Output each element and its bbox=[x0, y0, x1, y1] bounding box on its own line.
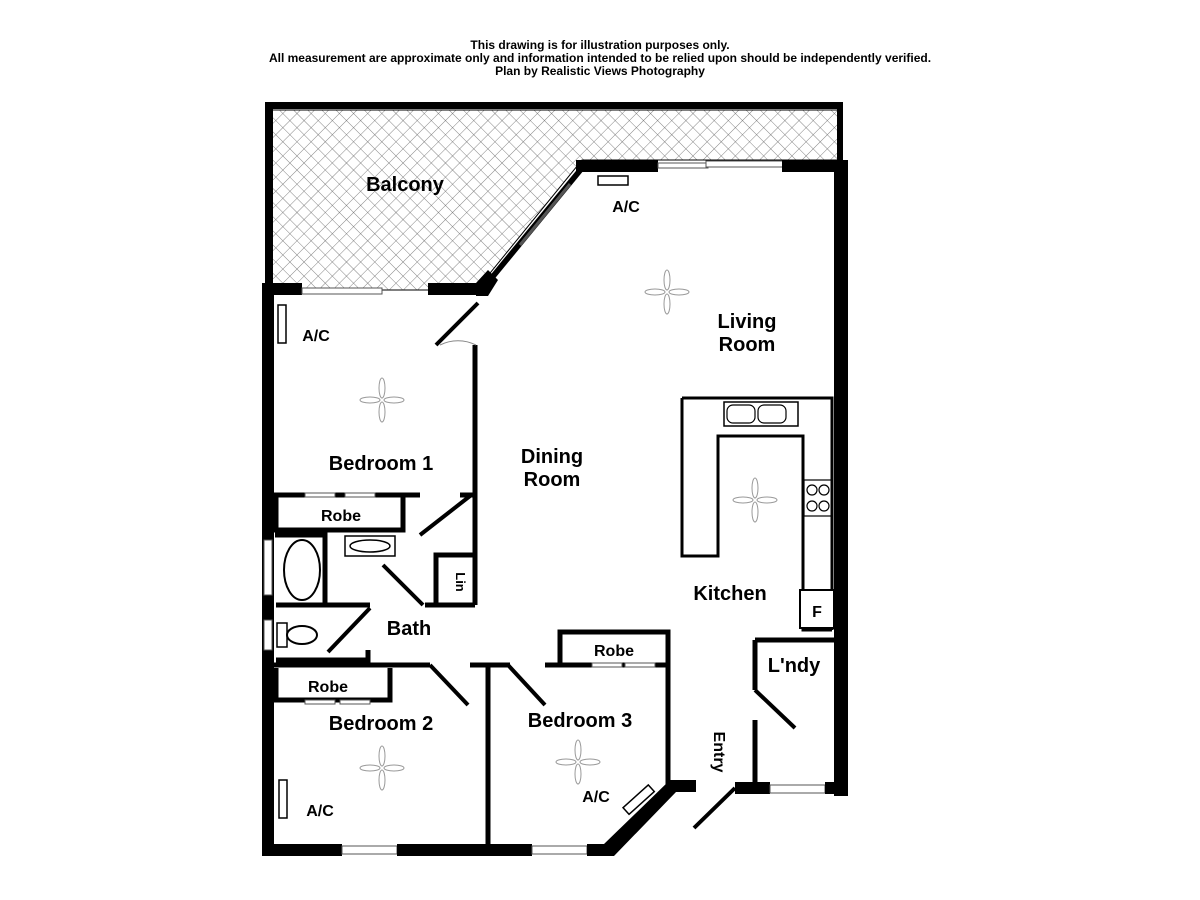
door-bath[interactable] bbox=[381, 563, 425, 607]
entry-door[interactable] bbox=[692, 786, 737, 830]
dining-room-label-1: Dining bbox=[521, 446, 583, 468]
sliding-door-living bbox=[705, 160, 785, 168]
window-bed3 bbox=[531, 845, 588, 855]
ac-label-living: A/C bbox=[612, 199, 640, 216]
door-bed1[interactable] bbox=[434, 301, 480, 347]
door-wc[interactable] bbox=[326, 606, 372, 654]
credit-line: Plan by Realistic Views Photography bbox=[495, 64, 705, 78]
sliding-door-bed1 bbox=[301, 287, 383, 295]
window-bed2 bbox=[341, 845, 398, 855]
robe2-label: Robe bbox=[308, 679, 348, 696]
bedroom2-label: Bedroom 2 bbox=[329, 713, 433, 735]
door-ensuite[interactable] bbox=[418, 494, 472, 537]
bath-tub-wall bbox=[275, 532, 328, 605]
wall-segment bbox=[262, 283, 302, 295]
wall-segment bbox=[397, 844, 532, 856]
window-wc bbox=[263, 619, 273, 651]
window-laundry bbox=[769, 784, 826, 794]
door-laundry[interactable] bbox=[753, 688, 797, 730]
robe3-box bbox=[557, 629, 671, 790]
door-bed3[interactable] bbox=[506, 663, 547, 707]
ac-label-bed2: A/C bbox=[306, 803, 334, 820]
window bbox=[657, 162, 709, 169]
diagonal-wall-bed3 bbox=[604, 780, 696, 856]
ceiling-fan-icon bbox=[555, 739, 601, 785]
laundry-label: L'ndy bbox=[768, 655, 821, 677]
ceiling-fan-icon bbox=[359, 377, 405, 423]
wall-segment bbox=[782, 160, 848, 172]
balcony-top-wall bbox=[265, 102, 843, 109]
fridge-label: F bbox=[812, 604, 822, 621]
basin-bowl bbox=[349, 539, 391, 553]
balcony-label: Balcony bbox=[366, 174, 445, 196]
robe1-label: Robe bbox=[321, 508, 361, 525]
basin-icon bbox=[344, 535, 396, 557]
toilet-cistern bbox=[276, 622, 288, 648]
wall-segment bbox=[262, 844, 342, 856]
linen-label: Lin bbox=[453, 572, 468, 592]
cooktop-icon bbox=[803, 479, 833, 517]
ac-unit-icon bbox=[621, 783, 656, 816]
balcony-left-wall bbox=[265, 102, 273, 292]
outer-right-wall bbox=[834, 160, 848, 796]
fridge-icon bbox=[799, 589, 835, 629]
kitchen-benches bbox=[680, 396, 834, 632]
robe1-box bbox=[273, 497, 406, 533]
door-bed2[interactable] bbox=[428, 663, 470, 707]
disclaimer-line-1: This drawing is for illustration purpose… bbox=[470, 38, 730, 52]
bathtub-icon bbox=[283, 539, 321, 601]
living-room-label-2: Room bbox=[719, 334, 776, 356]
sink-icon bbox=[723, 401, 799, 427]
wall-wc bbox=[276, 650, 371, 663]
wall-segment bbox=[428, 283, 480, 295]
ac-label-bed3: A/C bbox=[582, 789, 610, 806]
wall-segment bbox=[735, 782, 770, 794]
robe-door bbox=[304, 492, 336, 498]
robe3-label: Robe bbox=[594, 643, 634, 660]
balcony-right-wall bbox=[837, 102, 843, 162]
disclaimer-line-2: All measurement are approximate only and… bbox=[268, 51, 932, 65]
sink-bowl bbox=[726, 404, 756, 424]
wall-segment bbox=[825, 782, 848, 794]
living-room-label-1: Living bbox=[718, 311, 777, 333]
kitchen-label: Kitchen bbox=[693, 583, 766, 605]
wall-segment bbox=[576, 160, 658, 172]
sink-bowl bbox=[757, 404, 787, 424]
laundry-walls bbox=[752, 637, 836, 785]
ceiling-fan-icon bbox=[644, 269, 690, 315]
bedroom3-label: Bedroom 3 bbox=[528, 710, 632, 732]
ac-unit-icon bbox=[278, 779, 288, 819]
ac-unit-icon bbox=[597, 175, 629, 186]
robe-door bbox=[304, 699, 336, 705]
window-bath bbox=[263, 539, 273, 596]
bath-label: Bath bbox=[387, 618, 431, 640]
robe-door bbox=[624, 662, 656, 668]
robe-door bbox=[339, 699, 371, 705]
ac-label-bed1: A/C bbox=[302, 328, 330, 345]
linen-box bbox=[433, 552, 475, 605]
ceiling-fan-icon bbox=[732, 477, 778, 523]
door-swing bbox=[439, 340, 477, 346]
bedroom1-label: Bedroom 1 bbox=[329, 453, 433, 475]
ceiling-fan-icon bbox=[359, 745, 405, 791]
toilet-icon bbox=[286, 625, 318, 645]
robe-door bbox=[344, 492, 376, 498]
entry-label: Entry bbox=[710, 732, 727, 773]
robe-door bbox=[591, 662, 623, 668]
ac-unit-icon bbox=[277, 304, 287, 344]
diagonal-window bbox=[518, 183, 572, 246]
dining-room-label-2: Room bbox=[524, 469, 581, 491]
